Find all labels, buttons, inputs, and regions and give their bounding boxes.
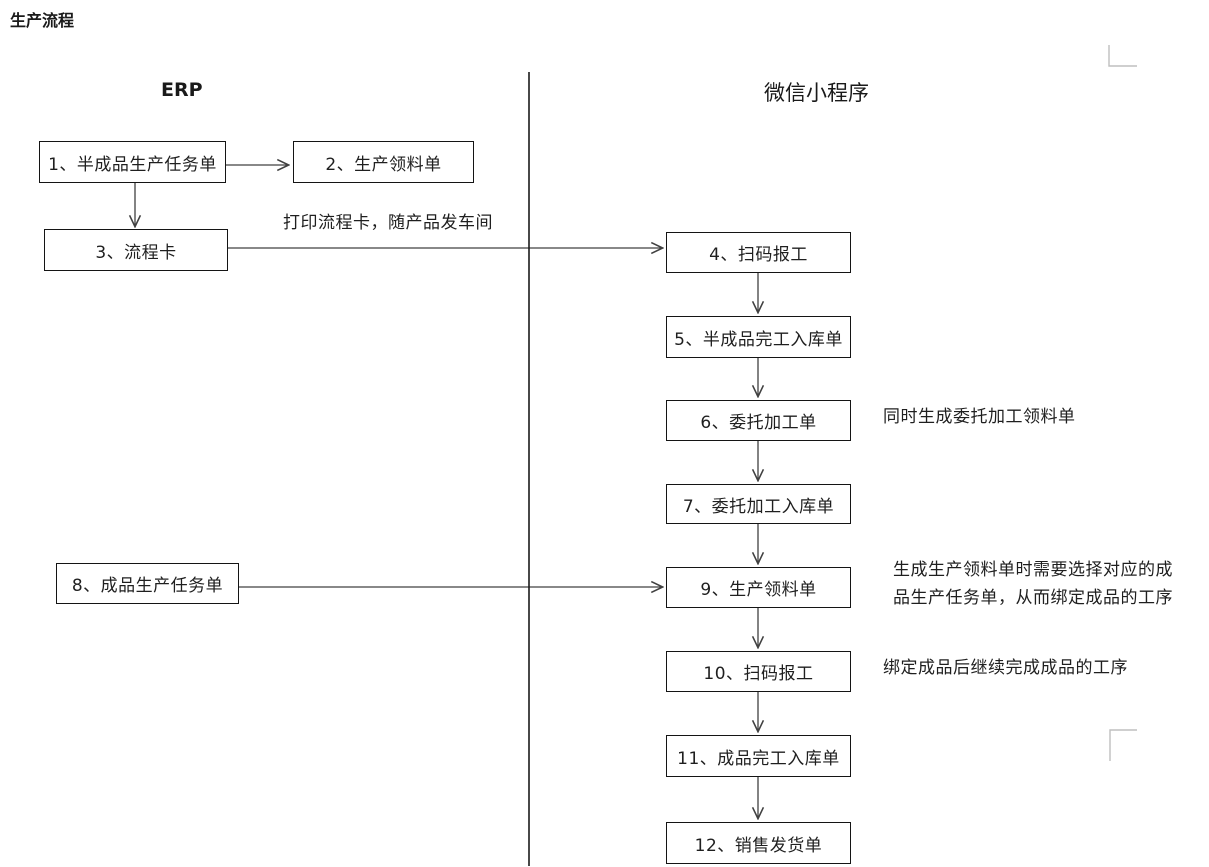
flow-node-2: 2、生产领料单 (293, 141, 474, 183)
page-corner-mark-lower-right (1109, 729, 1137, 761)
flow-node-9: 9、生产领料单 (666, 567, 851, 608)
flow-node-3: 3、流程卡 (44, 229, 228, 271)
flow-node-12: 12、销售发货单 (666, 822, 851, 864)
flow-node-4: 4、扫码报工 (666, 232, 851, 273)
annotation-print-flow-card: 打印流程卡，随产品发车间 (283, 213, 493, 233)
flow-node-5: 5、半成品完工入库单 (666, 316, 851, 358)
corner-marks (1108, 45, 1137, 761)
flow-arrows (135, 72, 758, 866)
flow-node-11: 11、成品完工入库单 (666, 735, 851, 777)
column-header-wechat: 微信小程序 (764, 81, 869, 105)
column-header-erp: ERP (161, 79, 203, 101)
annotation-continue-process: 绑定成品后继续完成成品的工序 (883, 658, 1128, 678)
flow-node-10: 10、扫码报工 (666, 651, 851, 692)
annotation-generate-picking: 同时生成委托加工领料单 (883, 407, 1076, 427)
page-corner-mark-top-right (1108, 45, 1137, 67)
page-title: 生产流程 (10, 11, 75, 30)
flow-node-8: 8、成品生产任务单 (56, 563, 239, 604)
flow-node-7: 7、委托加工入库单 (666, 484, 851, 524)
flow-node-6: 6、委托加工单 (666, 400, 851, 441)
annotation-bind-finished-goods: 生成生产领料单时需要选择对应的成 品生产任务单，从而绑定成品的工序 (893, 560, 1173, 608)
flow-node-1: 1、半成品生产任务单 (39, 141, 226, 183)
